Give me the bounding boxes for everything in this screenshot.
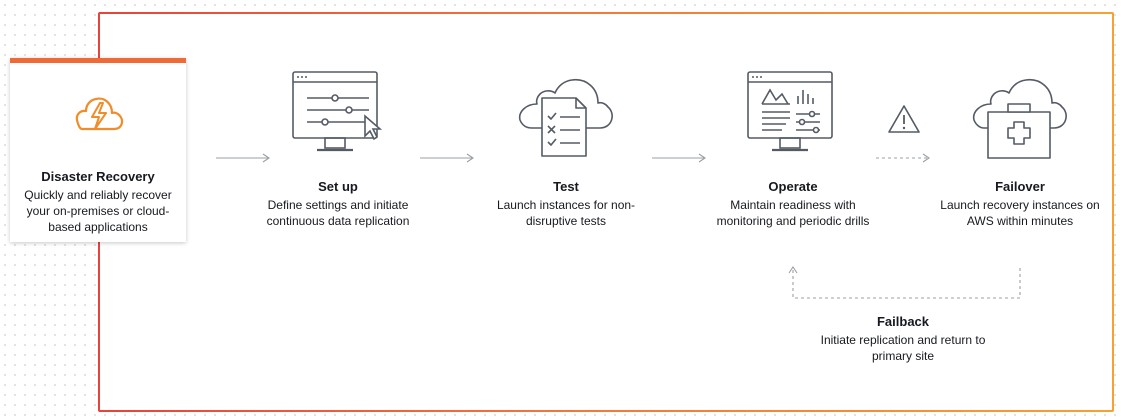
arrow-operate-to-failover-head [922, 153, 930, 163]
cloud-checklist-icon [518, 78, 613, 157]
start-description: Quickly and reliably recover your on-pre… [24, 188, 172, 234]
failback-description: Initiate replication and return to prima… [820, 333, 986, 363]
step-test-description: Launch instances for non-disruptive test… [496, 198, 636, 228]
failback-title: Failback [876, 314, 930, 329]
step-operate-title: Operate [768, 179, 818, 194]
cloud-lightning-icon [75, 97, 124, 131]
diagram-frame [98, 12, 1114, 412]
failback-arrow-head [788, 266, 798, 274]
step-setup-title: Set up [318, 179, 358, 194]
monitor-dashboard-icon [747, 71, 833, 152]
cloud-first-aid-icon [972, 78, 1067, 159]
step-failover-description: Launch recovery instances on AWS within … [940, 198, 1100, 228]
arrow-test-to-operate [652, 153, 706, 163]
start-title: Disaster Recovery [41, 169, 155, 184]
arrow-start-to-setup [216, 153, 270, 163]
warning-triangle-icon [888, 105, 920, 133]
disaster-recovery-card: Disaster Recovery Quickly and reliably r… [10, 58, 186, 242]
step-failover-title: Failover [995, 179, 1045, 194]
monitor-settings-icon [292, 71, 383, 152]
arrow-setup-to-test [420, 153, 474, 163]
failback-path [792, 268, 1021, 299]
step-operate-description: Maintain readiness with monitoring and p… [716, 198, 870, 228]
step-setup-description: Define settings and initiate continuous … [266, 198, 410, 228]
step-test-title: Test [553, 179, 579, 194]
